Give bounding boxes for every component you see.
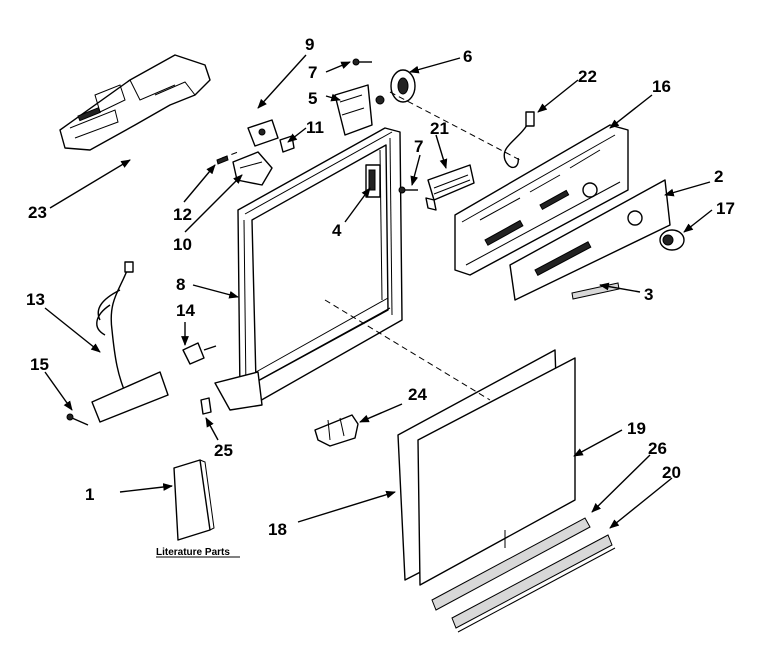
alignment-lines	[221, 91, 521, 401]
callout-23: 23	[28, 203, 47, 222]
callout-4: 4	[332, 221, 342, 240]
callout-22: 22	[578, 67, 597, 86]
part-7-screw-mid	[398, 186, 418, 194]
part-6-gear	[390, 69, 416, 103]
part-23-console-cover	[59, 54, 211, 151]
callout-15: 15	[30, 355, 49, 374]
callout-7a: 7	[308, 63, 317, 82]
part-9-hinge	[247, 119, 279, 147]
part-15-screw	[66, 413, 89, 426]
callout-13: 13	[26, 290, 45, 309]
part-1-literature	[173, 459, 215, 541]
part-17-knob	[659, 229, 685, 251]
callout-14: 14	[176, 301, 195, 320]
callout-8: 8	[176, 275, 185, 294]
callout-3: 3	[644, 285, 653, 304]
part-25-clip	[200, 397, 212, 415]
part-24-strike	[314, 414, 359, 447]
callout-labels: 1 2 3 4 5 6 7 7 8 9 10 11 12 13 14 15 16…	[26, 35, 735, 539]
callout-17: 17	[716, 199, 735, 218]
part-10-hinge-base	[232, 151, 273, 186]
callout-1: 1	[85, 485, 94, 504]
callout-26: 26	[648, 439, 667, 458]
callout-18: 18	[268, 520, 287, 539]
callout-24: 24	[408, 385, 427, 404]
part-22-wire	[503, 111, 535, 168]
callout-25: 25	[214, 441, 233, 460]
leader-lines	[44, 54, 713, 529]
callout-12: 12	[173, 205, 192, 224]
callout-10: 10	[173, 235, 192, 254]
part-13-wire-harness	[91, 261, 169, 423]
callout-19: 19	[627, 419, 646, 438]
part-26-trim	[431, 517, 591, 611]
callout-16: 16	[652, 77, 671, 96]
part-5-switch-bracket	[334, 84, 385, 136]
part-21-handle-bracket	[425, 164, 475, 211]
callout-11: 11	[306, 118, 324, 137]
part-14-connector	[182, 342, 217, 365]
part-3-strip	[571, 282, 620, 300]
callout-7b: 7	[414, 137, 423, 156]
part-4-latch	[365, 164, 381, 198]
callout-21: 21	[430, 119, 449, 138]
callout-9: 9	[305, 35, 314, 54]
part-19-panel-insert	[417, 357, 576, 586]
callout-6: 6	[463, 47, 472, 66]
callout-20: 20	[662, 463, 681, 482]
part-12-clip	[216, 155, 229, 165]
callout-5: 5	[308, 89, 317, 108]
literature-parts-caption: Literature Parts	[156, 547, 230, 558]
part-2-panel-face	[509, 179, 671, 301]
part-7-screw-top	[352, 58, 372, 66]
callout-2: 2	[714, 167, 723, 186]
part-20-trim	[451, 534, 616, 633]
part-8-door-frame	[214, 127, 403, 411]
